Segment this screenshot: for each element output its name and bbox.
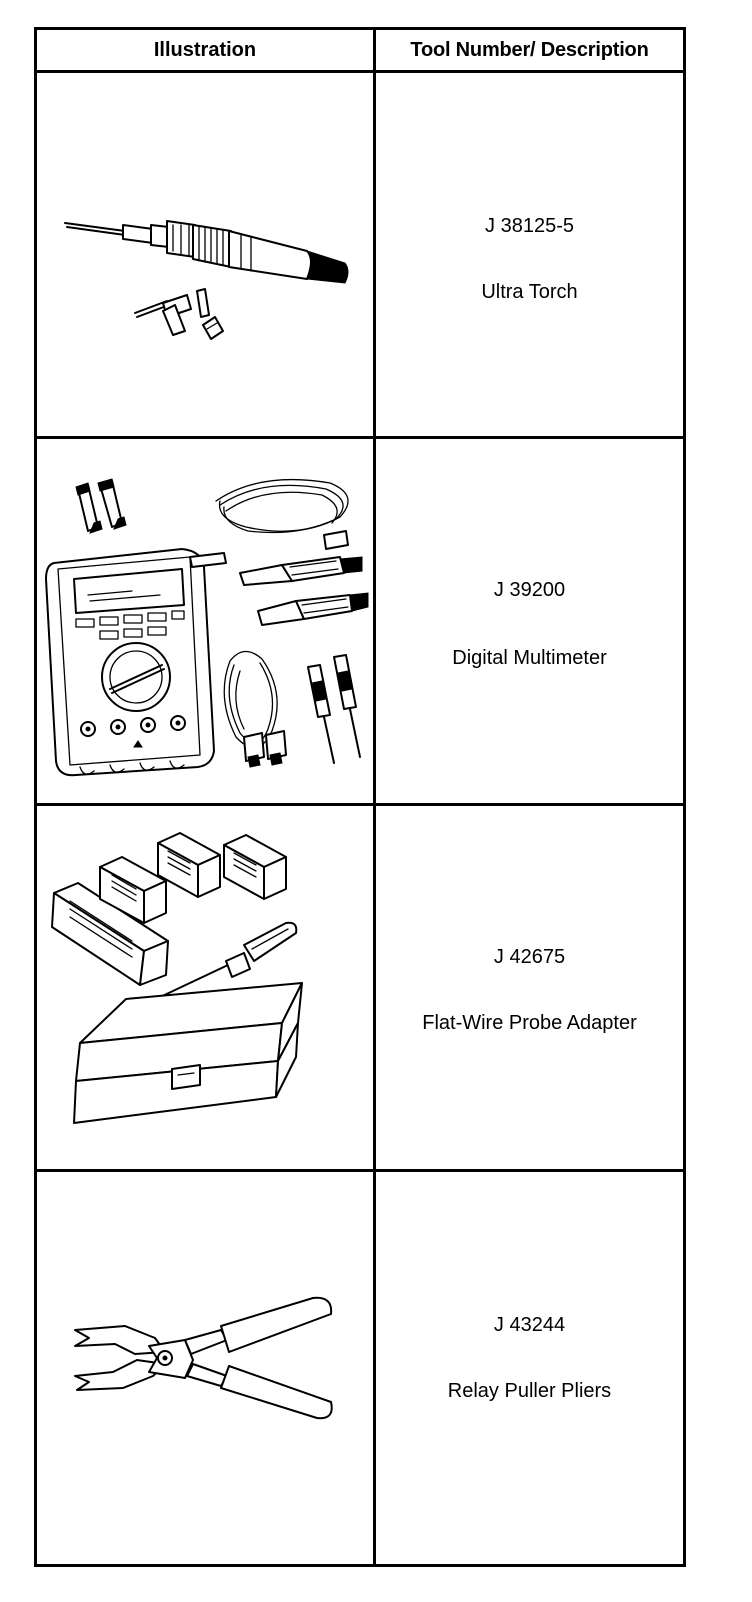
- digital-multimeter-illustration: [37, 439, 373, 803]
- tool-table: Illustration Tool Number/ Description: [34, 27, 686, 1567]
- ultra-torch-illustration: [37, 73, 373, 436]
- tool-description-cell: J 38125-5 Ultra Torch: [376, 73, 683, 436]
- tool-number: J 42675: [493, 946, 566, 968]
- flat-wire-probe-adapter-illustration: [37, 806, 373, 1169]
- header-tool-description: Tool Number/ Description: [410, 38, 649, 61]
- tool-name: Ultra Torch: [481, 281, 578, 303]
- tool-name: Digital Multimeter: [452, 647, 607, 669]
- row-divider: [37, 436, 683, 439]
- tool-description-cell: J 42675 Flat-Wire Probe Adapter: [376, 806, 683, 1169]
- column-divider: [373, 30, 376, 1564]
- row-divider: [37, 1169, 683, 1172]
- relay-puller-pliers-illustration: [37, 1172, 373, 1564]
- tool-name: Flat-Wire Probe Adapter: [422, 1012, 637, 1034]
- tool-number: J 38125-5: [485, 215, 574, 237]
- tool-number: J 39200: [493, 579, 566, 601]
- tool-number: J 43244: [493, 1314, 566, 1336]
- header-illustration: Illustration: [153, 38, 257, 61]
- tool-name: Relay Puller Pliers: [447, 1380, 612, 1402]
- row-divider: [37, 803, 683, 806]
- tool-description-cell: J 43244 Relay Puller Pliers: [376, 1172, 683, 1564]
- row-divider: [37, 70, 683, 73]
- tool-description-cell: J 39200 Digital Multimeter: [376, 439, 683, 803]
